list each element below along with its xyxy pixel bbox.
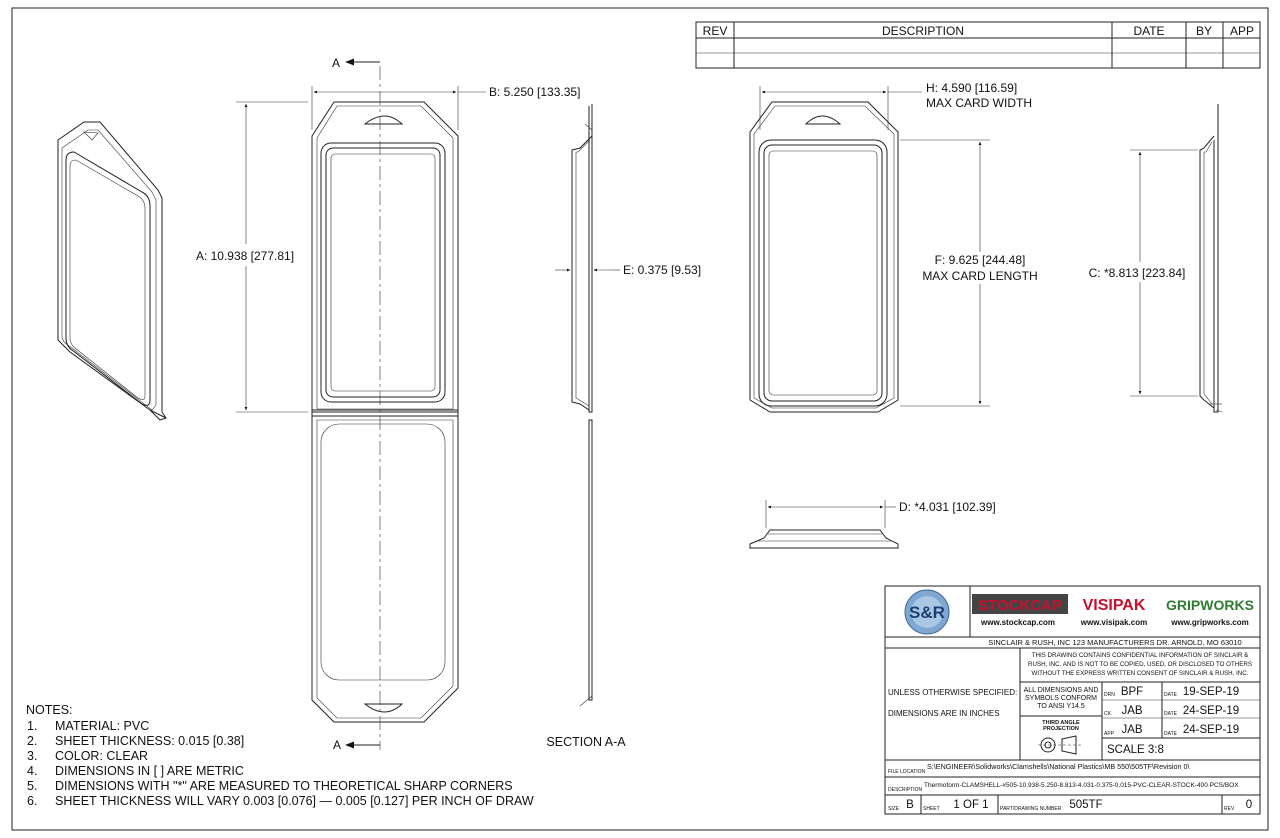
company-address: SINCLAIR & RUSH, INC 123 MANUFACTURERS D… [988, 638, 1241, 647]
ansi-line: TO ANSI Y14.5 [1037, 703, 1085, 710]
dimension-h-label: H: 4.590 [116.59] [926, 81, 1017, 95]
approval-role: APP [1104, 731, 1115, 737]
description-header: DESCRIPTION [882, 24, 964, 38]
date-header: DATE [1133, 24, 1164, 38]
dimension-b: B: 5.250 [133.35] [311, 85, 580, 130]
description-label: DESCRIPTION [888, 787, 923, 793]
note-number: 2. [27, 734, 37, 748]
title-block: S&R STOCKCAP www.stockcap.com VISIPAK ww… [884, 585, 1261, 815]
note-text: SHEET THICKNESS WILL VARY 0.003 [0.076] … [55, 794, 534, 808]
dimension-a-label: A: 10.938 [277.81] [196, 249, 294, 263]
approval-date: 19-SEP-19 [1183, 686, 1239, 698]
brand-stockcap-url: www.stockcap.com [980, 618, 1055, 627]
approval-name: JAB [1121, 724, 1142, 736]
unless-specified: UNLESS OTHERWISE SPECIFIED: [888, 688, 1017, 697]
approval-date-label: DATE [1164, 731, 1178, 737]
isometric-view [57, 121, 167, 421]
sheet-label: SHEET [923, 806, 940, 812]
dimension-f-label: F: 9.625 [244.48] [935, 253, 1026, 267]
brand-visipak-url: www.visipak.com [1080, 618, 1147, 627]
brand-visipak: VISIPAK [1083, 597, 1146, 614]
third-angle-projection-icon [1038, 735, 1082, 755]
end-view: D: *4.031 [102.39] [749, 500, 996, 549]
brand-gripworks: GRIPWORKS [1166, 597, 1254, 613]
dimension-h-note: MAX CARD WIDTH [926, 96, 1032, 110]
side-view: C: *8.813 [223.84] [1089, 104, 1223, 413]
section-marker-bottom: A [333, 738, 341, 752]
ansi-line: ALL DIMENSIONS AND [1024, 687, 1099, 694]
dimension-c-label: C: *8.813 [223.84] [1089, 266, 1186, 280]
note-number: 4. [27, 764, 37, 778]
file-location-label: FILE LOCATION [888, 769, 926, 775]
logo-text: S&R [909, 603, 945, 622]
size-value: B [906, 799, 914, 811]
dimension-d-label: D: *4.031 [102.39] [899, 500, 996, 514]
note-text: SHEET THICKNESS: 0.015 [0.38] [55, 734, 244, 748]
front-view: A A [311, 56, 459, 752]
note-text: DIMENSIONS IN [ ] ARE METRIC [55, 764, 244, 778]
sheet-border [11, 7, 1269, 831]
sr-logo: S&R [904, 589, 950, 635]
note-text: MATERIAL: PVC [55, 719, 149, 733]
confidential-line: RUSH, INC. AND IS NOT TO BE COPIED, USED… [1028, 661, 1252, 668]
dimension-a: A: 10.938 [277.81] [196, 101, 308, 413]
note-number: 6. [27, 794, 37, 808]
section-label: SECTION A-A [546, 735, 626, 749]
size-label: SIZE [888, 806, 900, 812]
projection-line: THIRD ANGLE [1042, 720, 1080, 726]
rev-header: REV [703, 24, 728, 38]
approval-role: DRN [1104, 692, 1115, 698]
note-text: DIMENSIONS WITH "*" ARE MEASURED TO THEO… [55, 779, 513, 793]
projection-line: PROJECTION [1043, 726, 1079, 732]
approval-date-label: DATE [1164, 692, 1178, 698]
approval-date: 24-SEP-19 [1183, 705, 1239, 717]
section-marker-top: A [332, 56, 340, 70]
approval-date: 24-SEP-19 [1183, 724, 1239, 736]
note-number: 1. [27, 719, 37, 733]
confidential-line: WITHOUT THE EXPRESS WRITTEN CONSENT OF S… [1032, 670, 1249, 677]
dimension-b-label: B: 5.250 [133.35] [489, 85, 580, 99]
by-header: BY [1196, 24, 1212, 38]
section-view: E: 0.375 [9.53] SECTION A-A [546, 104, 701, 749]
dimension-e-label: E: 0.375 [9.53] [623, 263, 701, 277]
stockcap-badge [972, 594, 1068, 614]
sheet-value: 1 OF 1 [953, 799, 988, 811]
app-header: APP [1230, 24, 1254, 38]
dims-in-inches: DIMENSIONS ARE IN INCHES [888, 709, 1000, 718]
approval-date-label: DATE [1164, 711, 1178, 717]
scale: SCALE 3:8 [1107, 744, 1164, 756]
note-number: 5. [27, 779, 37, 793]
ansi-line: SYMBOLS CONFORM [1025, 695, 1097, 702]
confidential-line: THIS DRAWING CONTAINS CONFIDENTIAL INFOR… [1032, 652, 1249, 659]
part-number: 505TF [1069, 799, 1102, 811]
revision-block: REV DESCRIPTION DATE BY APP [695, 21, 1261, 69]
part-number-label: PART/DRAWING NUMBER [1000, 806, 1062, 812]
approval-name: JAB [1121, 705, 1142, 717]
brand-gripworks-url: www.gripworks.com [1170, 618, 1249, 627]
rev-label: REV [1224, 806, 1235, 812]
notes-title: NOTES: [26, 703, 73, 717]
approval-name: BPF [1121, 686, 1143, 698]
note-number: 3. [27, 749, 37, 763]
rev-value: 0 [1246, 799, 1252, 811]
dimension-f-note: MAX CARD LENGTH [922, 269, 1037, 283]
part-description: Thermoform-CLAMSHELL-#505-10.938-5.250-8… [924, 782, 1239, 789]
file-location: S:\ENGINEER\Solidworks\Clamshells\Nation… [927, 762, 1189, 771]
brand-stockcap: STOCKCAP [978, 597, 1062, 614]
note-text: COLOR: CLEAR [55, 749, 148, 763]
card-view: H: 4.590 [116.59] MAX CARD WIDTH F: 9.62… [749, 81, 1038, 413]
approval-role: CK [1104, 711, 1112, 717]
notes: NOTES: 1. MATERIAL: PVC 2. SHEET THICKNE… [26, 703, 534, 808]
